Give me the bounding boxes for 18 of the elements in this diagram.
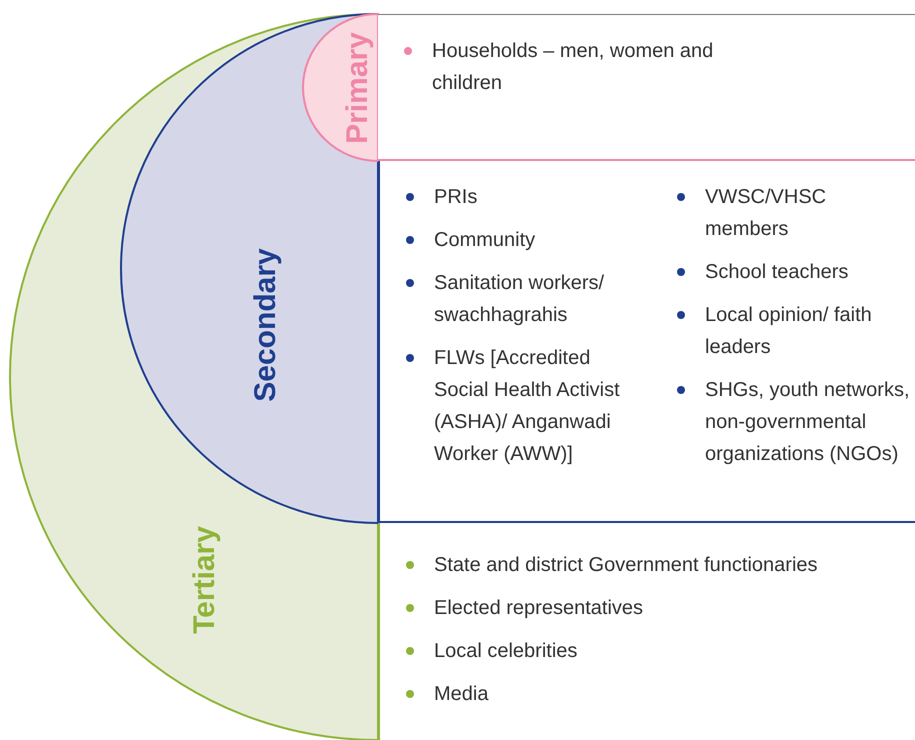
bullet-item: SHGs, youth networks, non-governmental organizations (NGOs): [705, 378, 911, 467]
tier-label: Secondary: [249, 248, 283, 402]
bullet-item: Households – men, women and children: [432, 39, 714, 96]
bullet-item: PRIs: [434, 185, 478, 210]
bullet-item: School teachers: [705, 260, 850, 285]
bullet-item: Sanitation workers/ swachhagrahis: [434, 271, 606, 328]
bullet-item: Local opinion/ faith leaders: [705, 303, 873, 360]
tier-label: Primary: [341, 32, 375, 144]
bullet-item: Elected representatives: [434, 596, 644, 621]
tier-label: Tertiary: [188, 526, 222, 634]
bullet-item: Local celebrities: [434, 639, 578, 664]
bullet-item: VWSC/VHSC members: [705, 185, 828, 242]
bullet-item: FLWs [Accredited Social Health Activist (ASHA)/ Anganwadi Worker (AWW)]: [434, 346, 621, 467]
primary-list-panel: [378, 14, 915, 161]
secondary-list-panel: [378, 161, 915, 523]
bullet-item: Community: [434, 228, 536, 253]
bullet-item: Media: [434, 682, 490, 707]
bullet-item: State and district Government functionaries: [434, 553, 819, 578]
